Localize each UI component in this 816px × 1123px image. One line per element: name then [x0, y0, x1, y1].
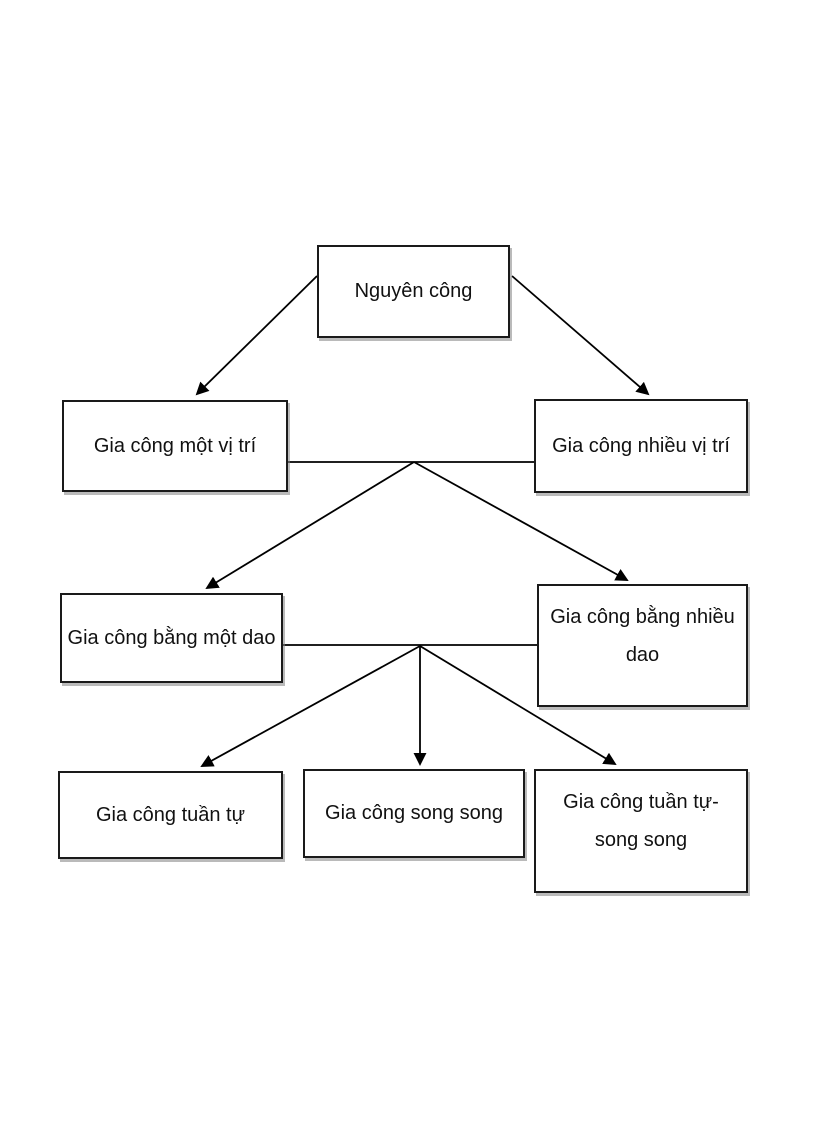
node-gia-cong-song-song: Gia công song song [303, 769, 525, 858]
node-gia-cong-bang-mot-dao: Gia công bằng một dao [60, 593, 283, 683]
node-label-gia-cong-tuan-tu: Gia công tuần tự [95, 803, 246, 826]
node-label-nguyen-cong: Nguyên công [354, 280, 473, 302]
node-gia-cong-tuan-tu: Gia công tuần tự [58, 771, 283, 859]
node-label-gia-cong-song-song: Gia công song song [325, 802, 503, 824]
node-gia-cong-tuan-tu-song-song: Gia công tuần tự- song song [534, 769, 748, 893]
node-label-gia-cong-tuan-tu-song-song: Gia công tuần tự- song song [563, 791, 719, 851]
node-nguyen-cong: Nguyên công [317, 245, 510, 338]
node-gia-cong-bang-nhieu-dao: Gia công bằng nhiều dao [537, 584, 748, 707]
node-label-gia-cong-bang-nhieu-dao: Gia công bằng nhiều dao [550, 606, 735, 666]
node-label-gia-cong-mot-vi-tri: Gia công một vị trí [93, 434, 257, 457]
node-label-gia-cong-bang-mot-dao: Gia công bằng một dao [67, 626, 276, 649]
node-label-gia-cong-nhieu-vi-tri: Gia công nhiều vị trí [552, 434, 730, 457]
node-gia-cong-mot-vi-tri: Gia công một vị trí [62, 400, 288, 492]
node-gia-cong-nhieu-vi-tri: Gia công nhiều vị trí [534, 399, 748, 493]
